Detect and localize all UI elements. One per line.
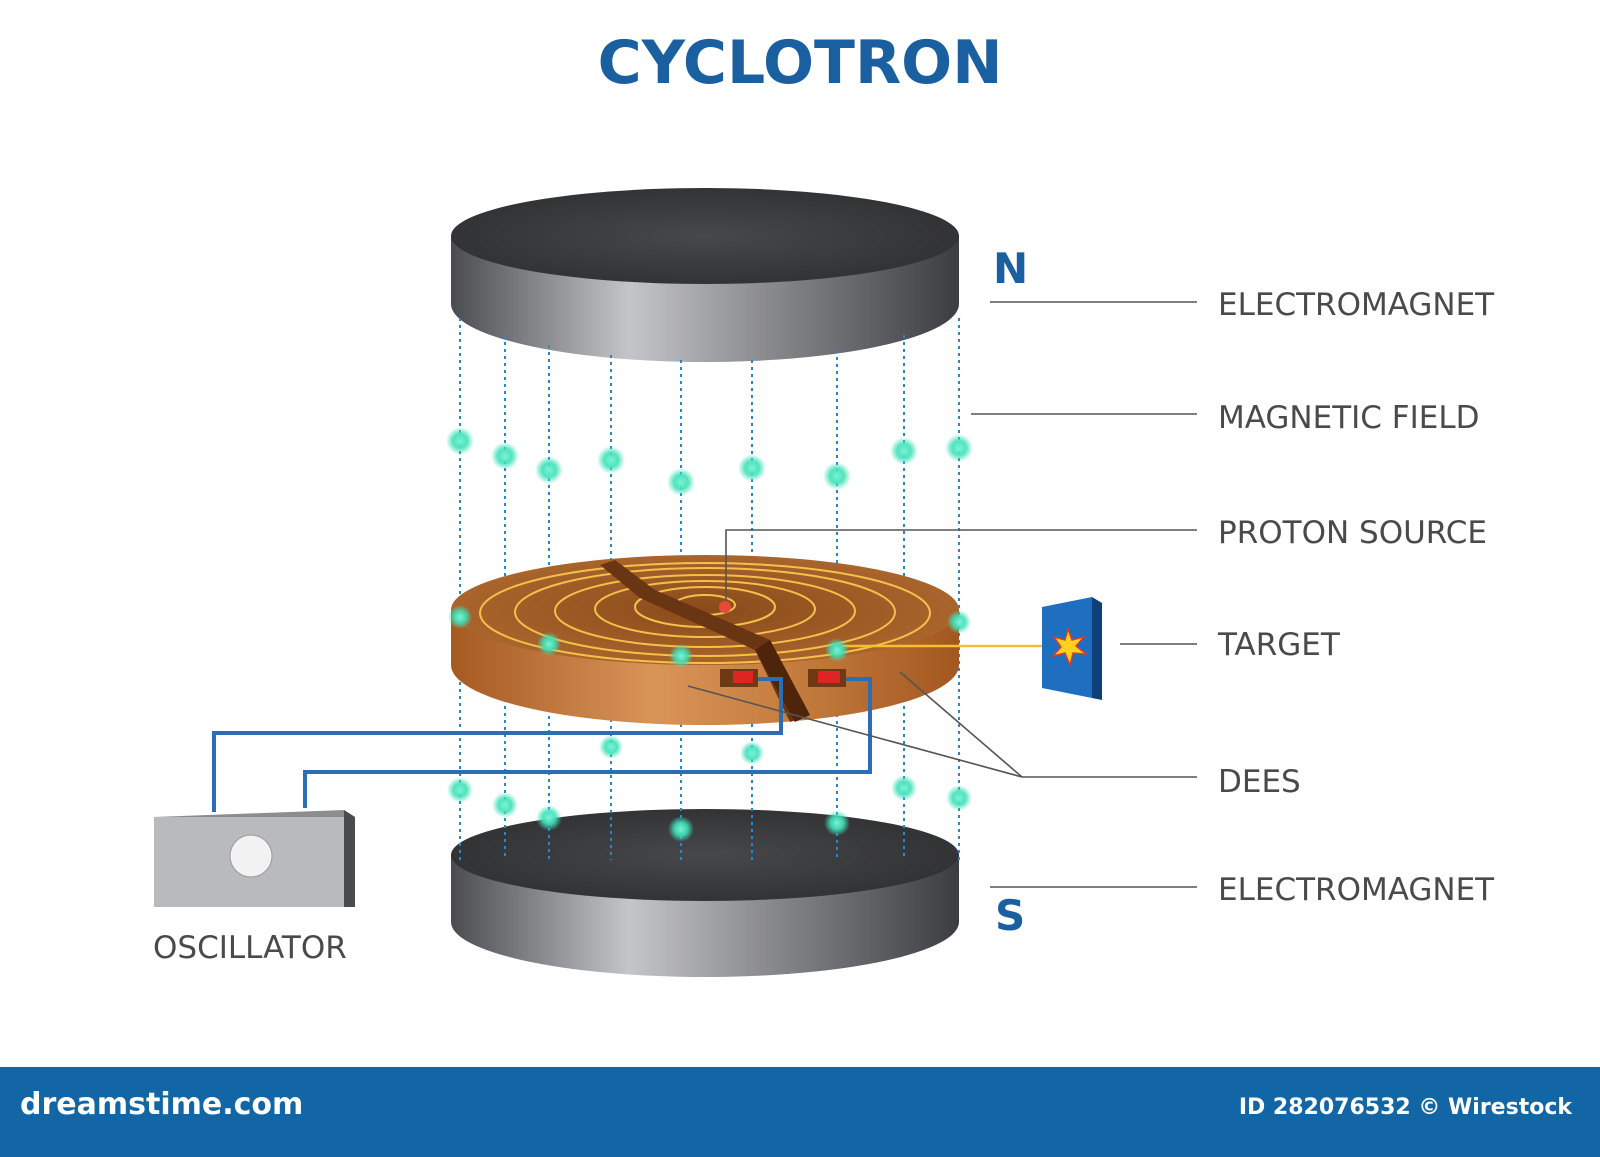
label-electromagnet-top: ELECTROMAGNET xyxy=(1218,287,1495,323)
oscillator-wires xyxy=(212,677,872,812)
label-proton-source: PROTON SOURCE xyxy=(1218,515,1487,551)
field-dots xyxy=(446,427,973,842)
footer-site: dreamstime.com xyxy=(20,1087,304,1122)
page-title: CYCLOTRON xyxy=(598,28,1003,98)
oscillator xyxy=(154,810,355,907)
callout-lines xyxy=(687,301,1197,888)
label-electromagnet-bottom: ELECTROMAGNET xyxy=(1218,872,1495,908)
north-pole-label: N xyxy=(993,244,1028,293)
proton-source-dot xyxy=(719,601,731,613)
dees xyxy=(451,555,1058,725)
label-magnetic-field: MAGNETIC FIELD xyxy=(1218,400,1480,436)
label-dees: DEES xyxy=(1218,764,1301,800)
bottom-electromagnet xyxy=(451,809,959,977)
label-oscillator: OSCILLATOR xyxy=(153,930,347,966)
south-pole-label: S xyxy=(995,891,1025,940)
footer-bar: dreamstime.com ID 282076532 © Wirestock xyxy=(0,1067,1600,1157)
impact-star-icon xyxy=(1050,626,1089,668)
label-target: TARGET xyxy=(1217,627,1341,663)
target xyxy=(1042,597,1102,700)
footer-credit: ID 282076532 © Wirestock xyxy=(1238,1095,1572,1120)
top-electromagnet xyxy=(451,188,959,362)
